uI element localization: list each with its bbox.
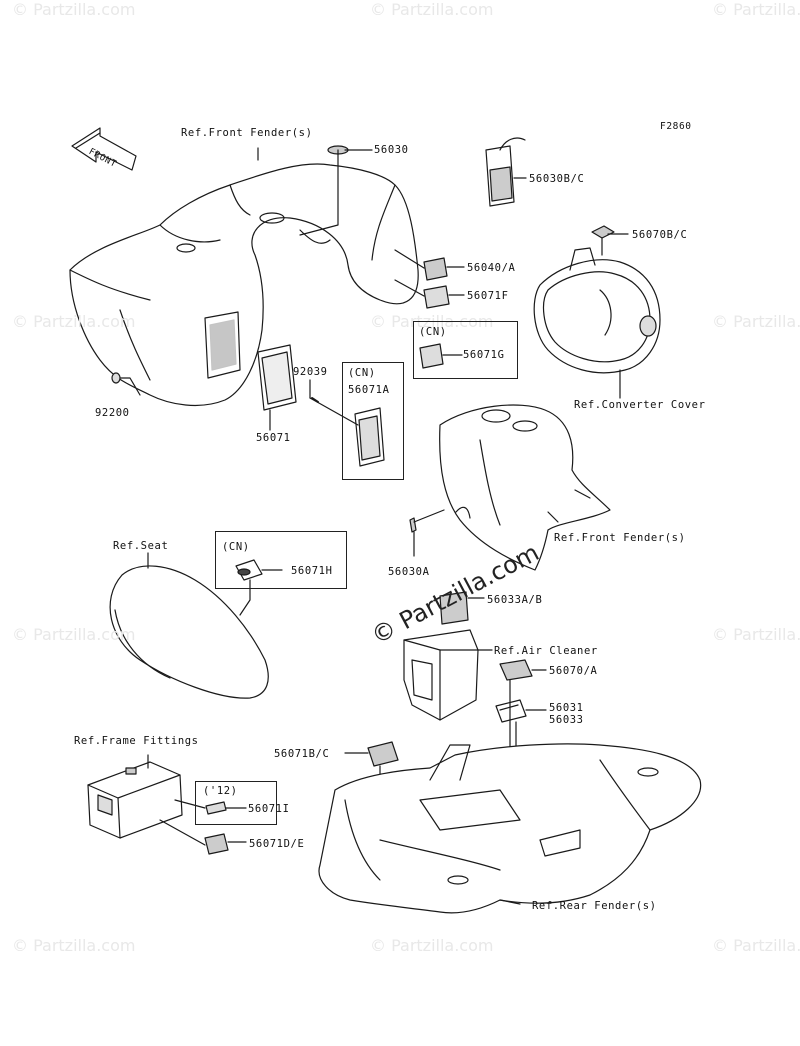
ref-seat-label: Ref.Seat bbox=[113, 540, 169, 552]
ref-front-fender-top-label: Ref.Front Fender(s) bbox=[181, 127, 313, 139]
cn-label-h: (CN) bbox=[222, 541, 250, 553]
watermark: © Partzilla.com bbox=[712, 625, 800, 644]
part-56071g-label[interactable]: 56071G bbox=[463, 349, 505, 361]
watermark: © Partzilla.com bbox=[12, 0, 136, 19]
part-56071-label[interactable]: 56071 bbox=[256, 432, 291, 444]
part-56030bc-label[interactable]: 56030B/C bbox=[529, 173, 585, 185]
part-56033ab-label[interactable]: 56033A/B bbox=[487, 594, 543, 606]
part-56033-label[interactable]: 56033 bbox=[549, 714, 584, 726]
cn-box-56071g bbox=[413, 321, 518, 379]
cn-label-g: (CN) bbox=[419, 326, 447, 338]
part-56070bc-label[interactable]: 56070B/C bbox=[632, 229, 688, 241]
ref-front-fender-mid-label: Ref.Front Fender(s) bbox=[554, 532, 686, 544]
watermark: © Partzilla.com bbox=[12, 312, 136, 331]
watermark: © Partzilla.com bbox=[12, 625, 136, 644]
converter-cover-drawing bbox=[533, 247, 661, 399]
ref-converter-cover-label: Ref.Converter Cover bbox=[574, 399, 706, 411]
watermark: © Partzilla.com bbox=[712, 0, 800, 19]
part-56071bc-label[interactable]: 56071B/C bbox=[274, 748, 330, 760]
front-direction-arrow bbox=[71, 127, 137, 171]
part-56071a-label[interactable]: 56071A bbox=[348, 384, 390, 396]
figure-code: F2860 bbox=[660, 121, 692, 132]
part-56071de-label[interactable]: 56071D/E bbox=[249, 838, 305, 850]
part-92200-label[interactable]: 92200 bbox=[95, 407, 130, 419]
part-56030-label[interactable]: 56030 bbox=[374, 144, 409, 156]
ref-rear-fender-label: Ref.Rear Fender(s) bbox=[532, 900, 657, 912]
ref-frame-fittings-label: Ref.Frame Fittings bbox=[74, 735, 199, 747]
air-cleaner-drawing bbox=[403, 591, 493, 721]
front-fender-middle-drawing bbox=[439, 404, 611, 571]
year-box-56071i bbox=[195, 781, 277, 825]
watermark: © Partzilla.com bbox=[12, 936, 136, 955]
part-56071h-label[interactable]: 56071H bbox=[291, 565, 333, 577]
cn-box-56071a bbox=[342, 362, 404, 480]
watermark: © Partzilla.com bbox=[712, 312, 800, 331]
cn-box-56071h bbox=[215, 531, 347, 589]
part-92039-label[interactable]: 92039 bbox=[293, 366, 328, 378]
watermark: © Partzilla.com bbox=[370, 936, 494, 955]
part-56071i-label[interactable]: 56071I bbox=[248, 803, 290, 815]
front-fender-top-drawing bbox=[69, 145, 419, 406]
part-56070a-label[interactable]: 56070/A bbox=[549, 665, 598, 677]
part-56040a-label[interactable]: 56040/A bbox=[467, 262, 516, 274]
part-56071f-label[interactable]: 56071F bbox=[467, 290, 509, 302]
ref-air-cleaner-label: Ref.Air Cleaner bbox=[494, 645, 598, 657]
frame-fittings-drawing bbox=[87, 754, 206, 846]
year-label-12: ('12) bbox=[203, 785, 238, 797]
part-56030a-label[interactable]: 56030A bbox=[388, 566, 430, 578]
watermark: © Partzilla.com bbox=[712, 936, 800, 955]
watermark: © Partzilla.com bbox=[370, 0, 494, 19]
part-56031-label[interactable]: 56031 bbox=[549, 702, 584, 714]
seat-drawing bbox=[109, 552, 269, 699]
cn-label-a: (CN) bbox=[348, 367, 376, 379]
rear-fender-drawing bbox=[318, 743, 702, 914]
